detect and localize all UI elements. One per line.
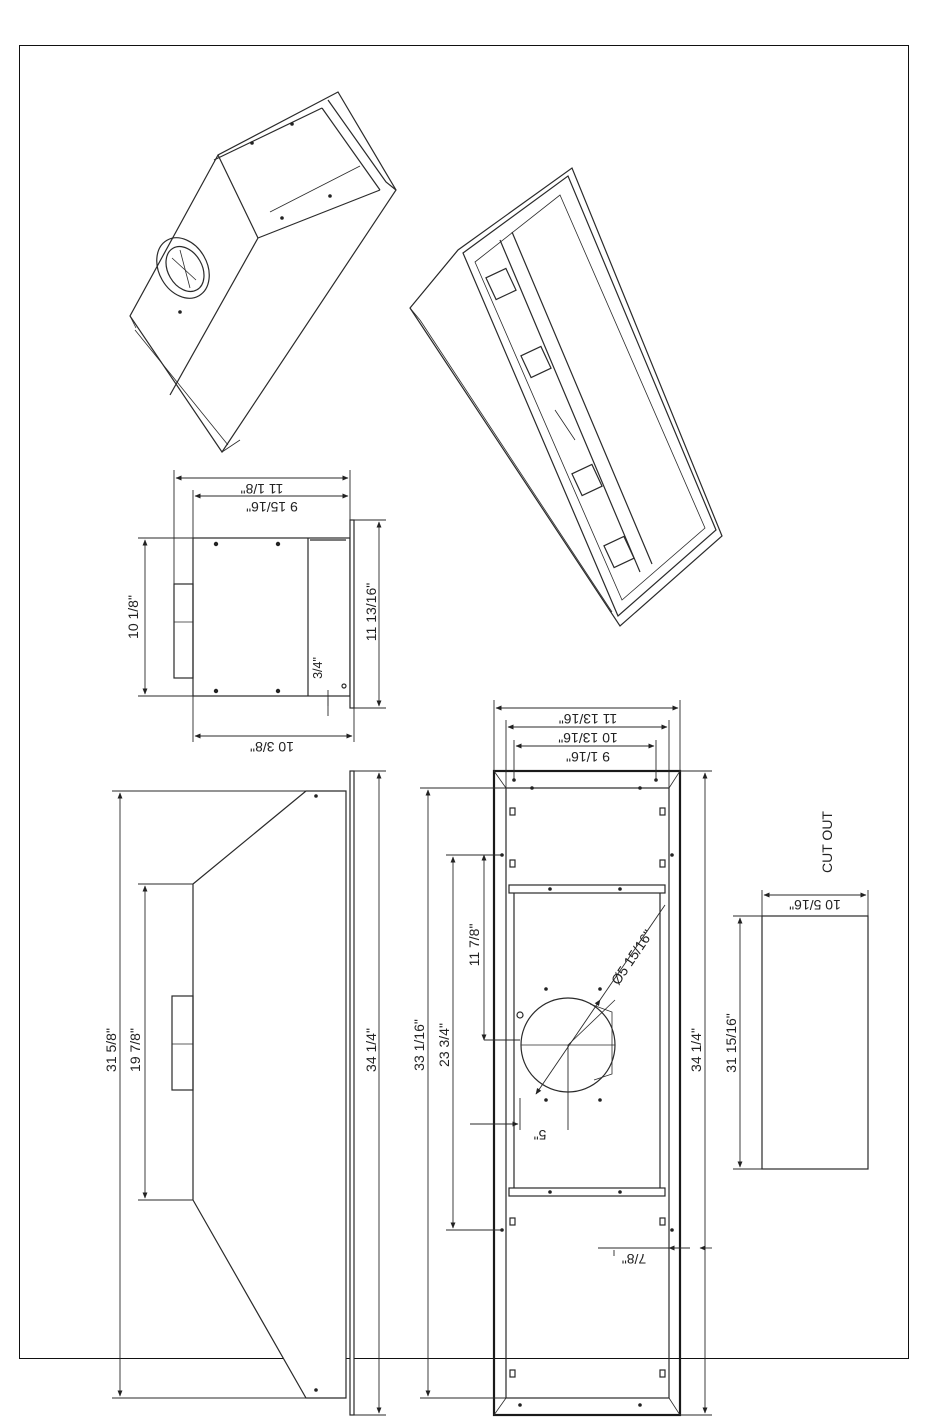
dim-back-34-1-4: 34 1/4": [688, 1028, 704, 1072]
dim-back-dia: Ø5 15/16": [608, 927, 656, 988]
iso-view-bottom: [410, 168, 722, 626]
dim-back-11-7-8: 11 7/8": [466, 924, 482, 967]
dim-side-11-13-16: 11 13/16": [363, 583, 379, 641]
dim-back-11-13-16: 11 13/16": [559, 711, 617, 727]
dim-back-9-1-16: 9 1/16": [566, 749, 610, 765]
dim-side-3-4: 3/4": [311, 657, 325, 679]
dim-back-33-1-16: 33 1/16": [411, 1019, 427, 1071]
cutout-label: CUT OUT: [819, 811, 835, 873]
dim-back-7-8: 7/8": [622, 1251, 646, 1267]
dim-front-31-5-8: 31 5/8": [103, 1028, 119, 1072]
back-view: [420, 700, 712, 1415]
dim-back-5: 5": [534, 1127, 547, 1143]
dim-side-9-15-16: 9 15/16": [246, 499, 298, 515]
dim-front-19-7-8: 19 7/8": [127, 1028, 143, 1072]
dim-side-10-1-8: 10 1/8": [125, 595, 141, 639]
iso-view-top: [130, 92, 396, 452]
dim-cutout-31-15-16: 31 15/16": [723, 1013, 739, 1072]
dim-front-34-1-4: 34 1/4": [363, 1028, 379, 1072]
dim-back-23-3-4: 23 3/4": [436, 1023, 452, 1067]
dim-side-10-3-8: 10 3/8": [250, 739, 294, 755]
dim-back-10-13-16: 10 13/16": [558, 730, 617, 746]
front-view: [112, 771, 386, 1415]
cutout-view: [733, 890, 868, 1169]
dim-side-11-1-8: 11 1/8": [241, 481, 284, 497]
dim-cutout-10-5-16: 10 5/16": [789, 897, 841, 913]
